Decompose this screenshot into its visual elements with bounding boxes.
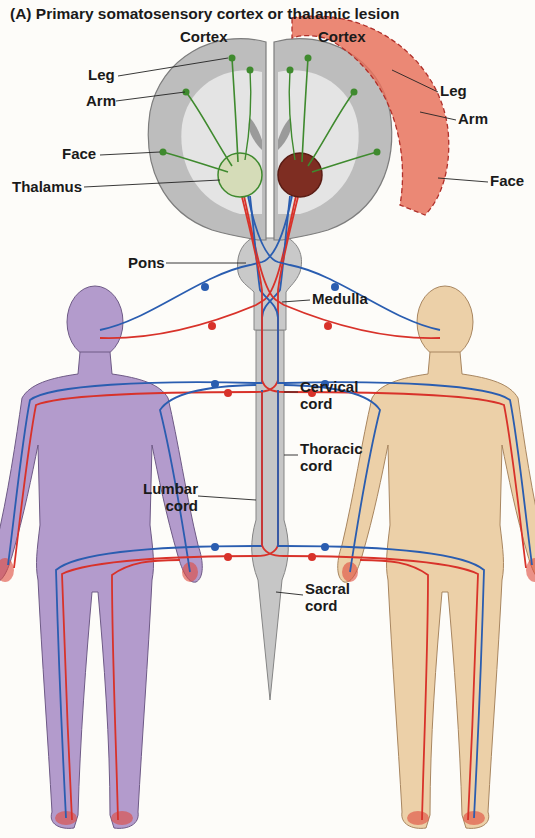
left-cortical-fibers — [160, 55, 254, 173]
region-label: Pons — [128, 254, 173, 271]
figure-title: (A) Primary somatosensory cortex or thal… — [10, 5, 399, 23]
leader-line — [282, 300, 310, 302]
leader-line — [284, 392, 298, 393]
region-label: Arm — [458, 110, 498, 127]
region-label: Leg — [440, 82, 480, 99]
leader-line — [116, 92, 185, 101]
thalamus-lesion — [278, 153, 322, 197]
region-label: Leg — [88, 66, 128, 83]
region-label: Cortex — [318, 28, 388, 45]
left-thalamus — [218, 153, 262, 197]
leader-line — [100, 152, 160, 155]
leader-line — [84, 180, 220, 187]
leader-line — [276, 592, 303, 595]
region-label: Face — [62, 145, 107, 162]
leader-line — [284, 455, 298, 456]
region-label: Arm — [86, 92, 126, 109]
right-cortical-fibers — [287, 55, 381, 173]
region-label: Face — [490, 172, 535, 189]
region-label: Cortex — [180, 28, 250, 45]
region-label: Lumbar cord — [136, 480, 198, 514]
region-label: Thalamus — [12, 178, 92, 195]
leader-line — [166, 263, 246, 264]
region-label: Sacral cord — [305, 580, 367, 614]
leader-line — [438, 178, 488, 182]
left-body-pathways — [0, 196, 298, 825]
brainstem — [238, 238, 302, 330]
left-hemisphere — [148, 39, 266, 240]
leader-lines — [84, 58, 488, 595]
region-label: Cervical cord — [300, 378, 370, 412]
leader-line — [118, 58, 228, 76]
region-label: Thoracic cord — [300, 440, 370, 474]
leader-line — [198, 496, 256, 500]
leader-line — [420, 112, 456, 120]
spinal-cord — [252, 330, 289, 700]
right-body-pathways — [242, 196, 535, 825]
region-label: Medulla — [312, 290, 382, 307]
leader-line — [392, 70, 438, 92]
